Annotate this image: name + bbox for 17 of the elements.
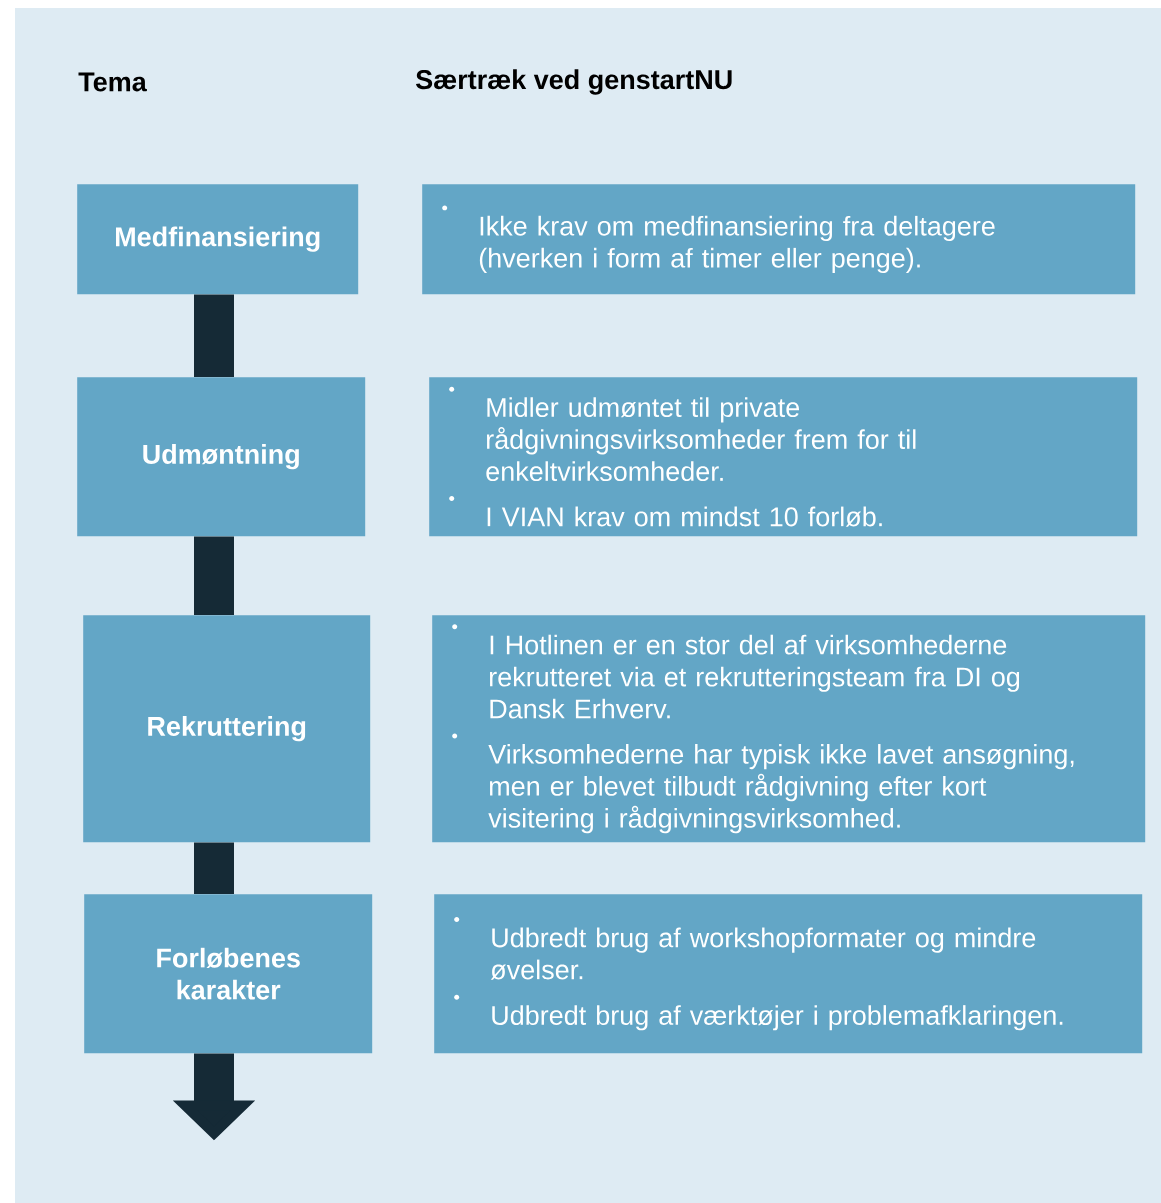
column-header: Tema: [78, 72, 147, 92]
feature-box: [422, 184, 1136, 295]
bullet-text: Udbredt brug af workshopformater og mindre øvelser.: [490, 927, 1036, 980]
theme-box: Forløbenes karakter: [84, 894, 373, 1054]
bullet-text: Udbredt brug af værktøjer i problemafklaringen.: [492, 1005, 1063, 1031]
theme-box: Rekruttering: [83, 615, 371, 843]
theme-box: Medfinansiering: [77, 184, 359, 295]
bullet-text: Virksomhederne har typisk ikke lavet ansøgning, men er blevet tilbudt rådgivning efter kort visitering i rådgivningsvirksomhed.: [488, 744, 1074, 834]
theme-box: Udmøntning: [77, 377, 366, 537]
column-header: Særtræk ved genstartNU: [416, 69, 732, 95]
feature-box: [434, 894, 1143, 1054]
bullet-text: Midler udmøntet til private rådgivningsvirksomheder frem for til enkeltvirksomheder.: [486, 397, 916, 482]
feature-box: [429, 377, 1138, 537]
bullet-text: I Hotlinen er en stor del af virksomhederne rekrutteret via et rekrutteringsteam fra DI og Dansk Erhverv.: [490, 634, 1020, 719]
bullet-text: I VIAN krav om mindst 10 forløb.: [487, 506, 882, 527]
feature-box: [432, 615, 1146, 843]
bullet-text: Ikke krav om medfinansiering fra deltagere (hverken i form af timer eller penge).: [479, 215, 995, 274]
